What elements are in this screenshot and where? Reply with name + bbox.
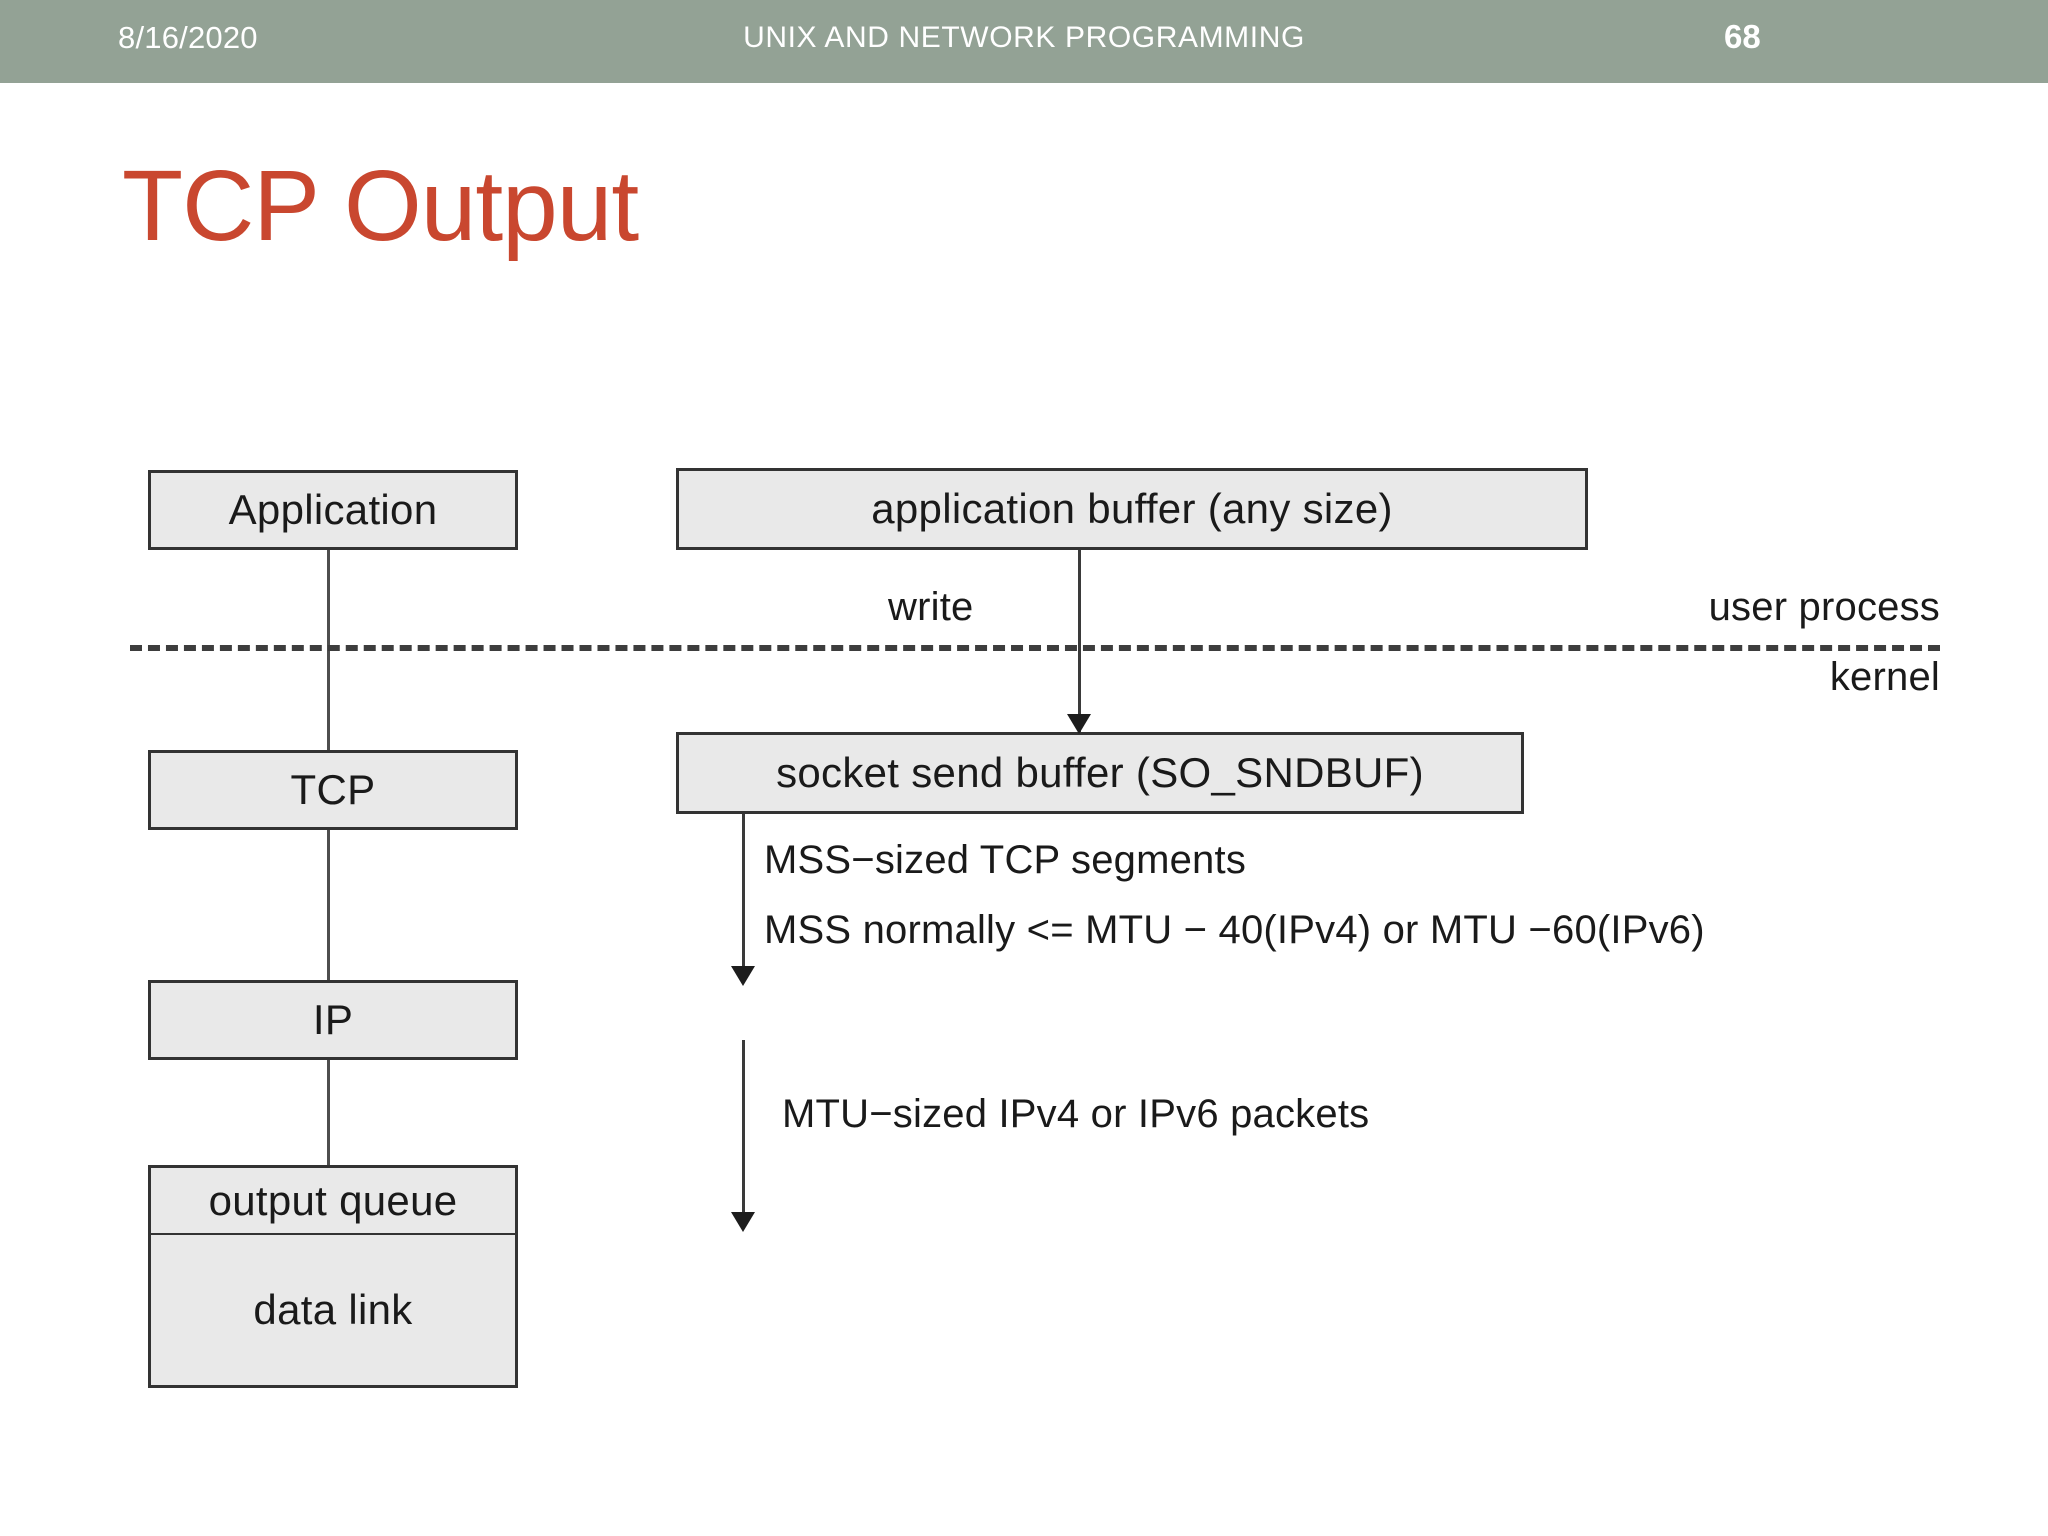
diagram-box-data-link-label: data link	[253, 1286, 413, 1333]
diagram-box-application-label: Application	[228, 486, 438, 533]
header-date: 8/16/2020	[118, 20, 258, 55]
label-user-process: user process	[1708, 585, 1940, 629]
diagram-box-output-queue-label: output queue	[208, 1176, 458, 1224]
write-arrow-head	[1067, 714, 1091, 734]
page-title: TCP Output	[122, 150, 639, 262]
diagram-box-tcp-label: TCP	[290, 766, 376, 813]
label-mss-sized-segments: MSS−sized TCP segments	[764, 838, 1247, 882]
write-arrow-shaft	[1078, 550, 1081, 732]
label-mtu-sized-packets: MTU−sized IPv4 or IPv6 packets	[782, 1092, 1370, 1136]
diagram-box-application-buffer-label: application buffer (any size)	[871, 485, 1393, 532]
connector-tcp-to-ip	[327, 830, 330, 980]
diagram-box-application-buffer: application buffer (any size)	[676, 468, 1588, 550]
header-course-title: UNIX AND NETWORK PROGRAMMING	[743, 21, 1305, 54]
diagram-box-ip-label: IP	[312, 996, 354, 1043]
label-write: write	[888, 585, 974, 629]
label-mss-formula: MSS normally <= MTU − 40(IPv4) or MTU −6…	[764, 908, 1705, 952]
user-kernel-boundary-divider	[130, 645, 1940, 651]
diagram-box-ip: IP	[148, 980, 518, 1060]
diagram-box-application: Application	[148, 470, 518, 550]
diagram-box-data-link: data link	[148, 1235, 518, 1388]
diagram-box-tcp: TCP	[148, 750, 518, 830]
diagram-box-socket-send-buffer-label: socket send buffer (SO_SNDBUF)	[776, 749, 1424, 796]
label-kernel: kernel	[1829, 655, 1940, 699]
mss-arrow-head	[731, 966, 755, 986]
diagram-box-output-queue: output queue	[148, 1165, 518, 1235]
header-page-number: 68	[1724, 18, 1761, 55]
mss-arrow-shaft	[742, 814, 745, 974]
mtu-arrow-head	[731, 1212, 755, 1232]
connector-ip-to-output-queue	[327, 1060, 330, 1165]
slide-header-bar: 8/16/2020 UNIX AND NETWORK PROGRAMMING 6…	[0, 0, 2048, 83]
mtu-arrow-shaft	[742, 1040, 745, 1220]
diagram-box-socket-send-buffer: socket send buffer (SO_SNDBUF)	[676, 732, 1524, 814]
